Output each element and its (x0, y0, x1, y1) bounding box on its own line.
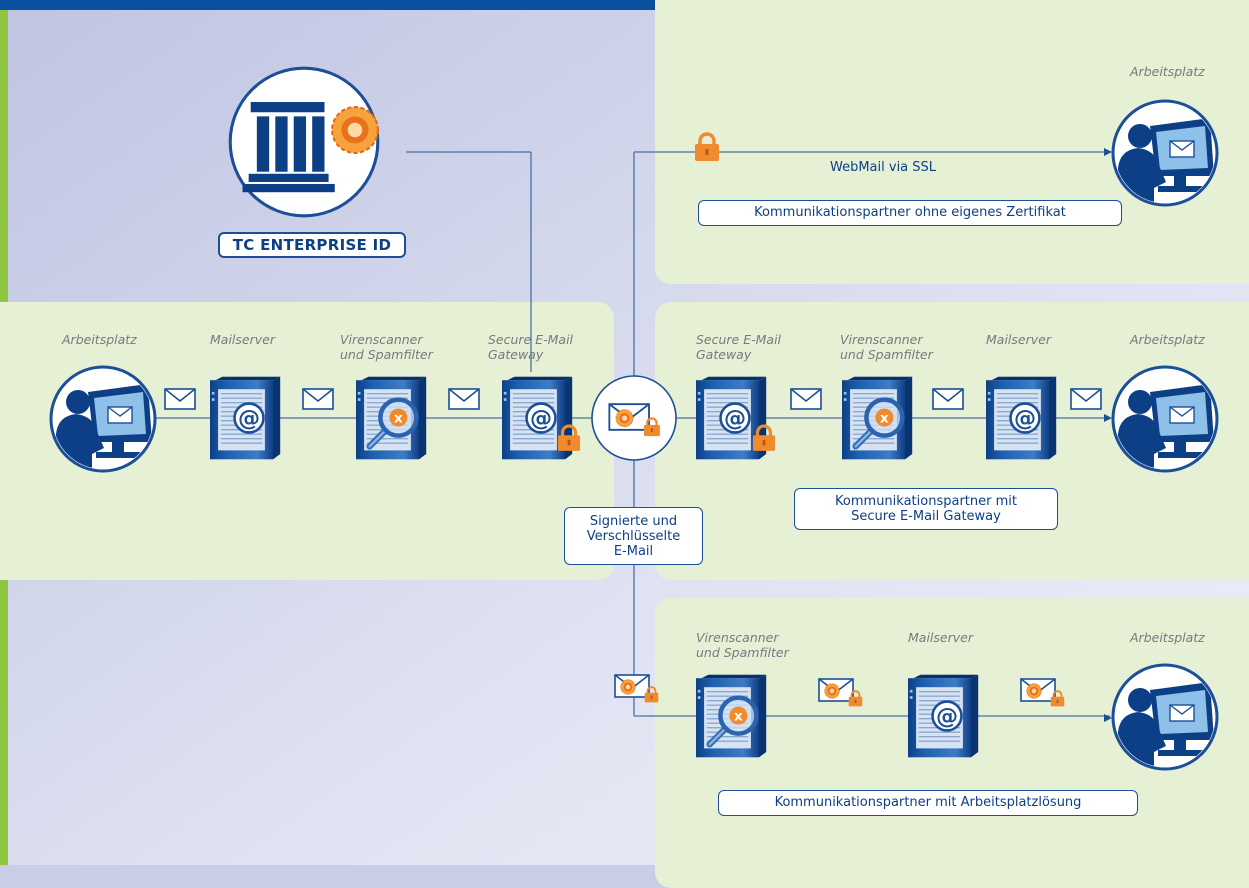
webmail-workstation-caption: Arbeitsplatz (1130, 64, 1205, 79)
sender-workstation-caption: Arbeitsplatz (62, 332, 137, 347)
at-sign-icon (1008, 401, 1042, 435)
person-workstation-icon (1110, 662, 1220, 772)
magnifier-icon (706, 694, 760, 748)
partner-scanner-caption: Virenscanner und Spamfilter (840, 332, 933, 362)
sender-gateway-caption: Secure E-Mail Gateway (488, 332, 574, 362)
at-sign-icon (718, 401, 752, 435)
envelope-icon (164, 388, 196, 410)
envelope-icon (932, 388, 964, 410)
envelope-icon (1070, 388, 1102, 410)
partner-mailserver-caption: Mailserver (986, 332, 1051, 347)
partner-workstation-caption: Arbeitsplatz (1130, 332, 1205, 347)
partner-gateway-caption: Secure E-Mail Gateway (696, 332, 782, 362)
envelope-icon (448, 388, 480, 410)
person-workstation-icon (1110, 364, 1220, 474)
signed-envelope-icon (1020, 678, 1066, 708)
certificate-seal-icon (331, 106, 379, 154)
top-bar (0, 0, 1249, 10)
gateway-partner-label: Kommunikationspartner mit Secure E-Mail … (794, 488, 1058, 530)
at-sign-icon (524, 401, 558, 435)
at-sign-icon (930, 699, 964, 733)
lock-icon (557, 424, 581, 452)
client-workstation-caption: Arbeitsplatz (1130, 630, 1205, 645)
webmail-link-label: WebMail via SSL (830, 160, 937, 175)
person-workstation-icon (1110, 98, 1220, 208)
webmail-partner-label: Kommunikationspartner ohne eigenes Zerti… (698, 200, 1122, 226)
sender-scanner-caption: Virenscanner und Spamfilter (340, 332, 433, 362)
at-sign-icon (232, 401, 266, 435)
signed-envelope-icon (614, 674, 660, 704)
lock-icon (752, 424, 776, 452)
sender-mailserver-caption: Mailserver (210, 332, 275, 347)
magnifier-icon (366, 396, 420, 450)
signed-envelope-icon (608, 403, 662, 438)
client-partner-label: Kommunikationspartner mit Arbeitsplatzlö… (718, 790, 1138, 816)
envelope-icon (790, 388, 822, 410)
client-mailserver-caption: Mailserver (908, 630, 973, 645)
magnifier-icon (852, 396, 906, 450)
enterprise-id-label: TC ENTERPRISE ID (218, 232, 406, 258)
client-scanner-caption: Virenscanner und Spamfilter (696, 630, 789, 660)
lock-icon (694, 132, 720, 162)
person-workstation-icon (48, 364, 158, 474)
signed-envelope-icon (818, 678, 864, 708)
envelope-icon (302, 388, 334, 410)
hub-label: Signierte und Verschlüsselte E-Mail (564, 507, 703, 565)
